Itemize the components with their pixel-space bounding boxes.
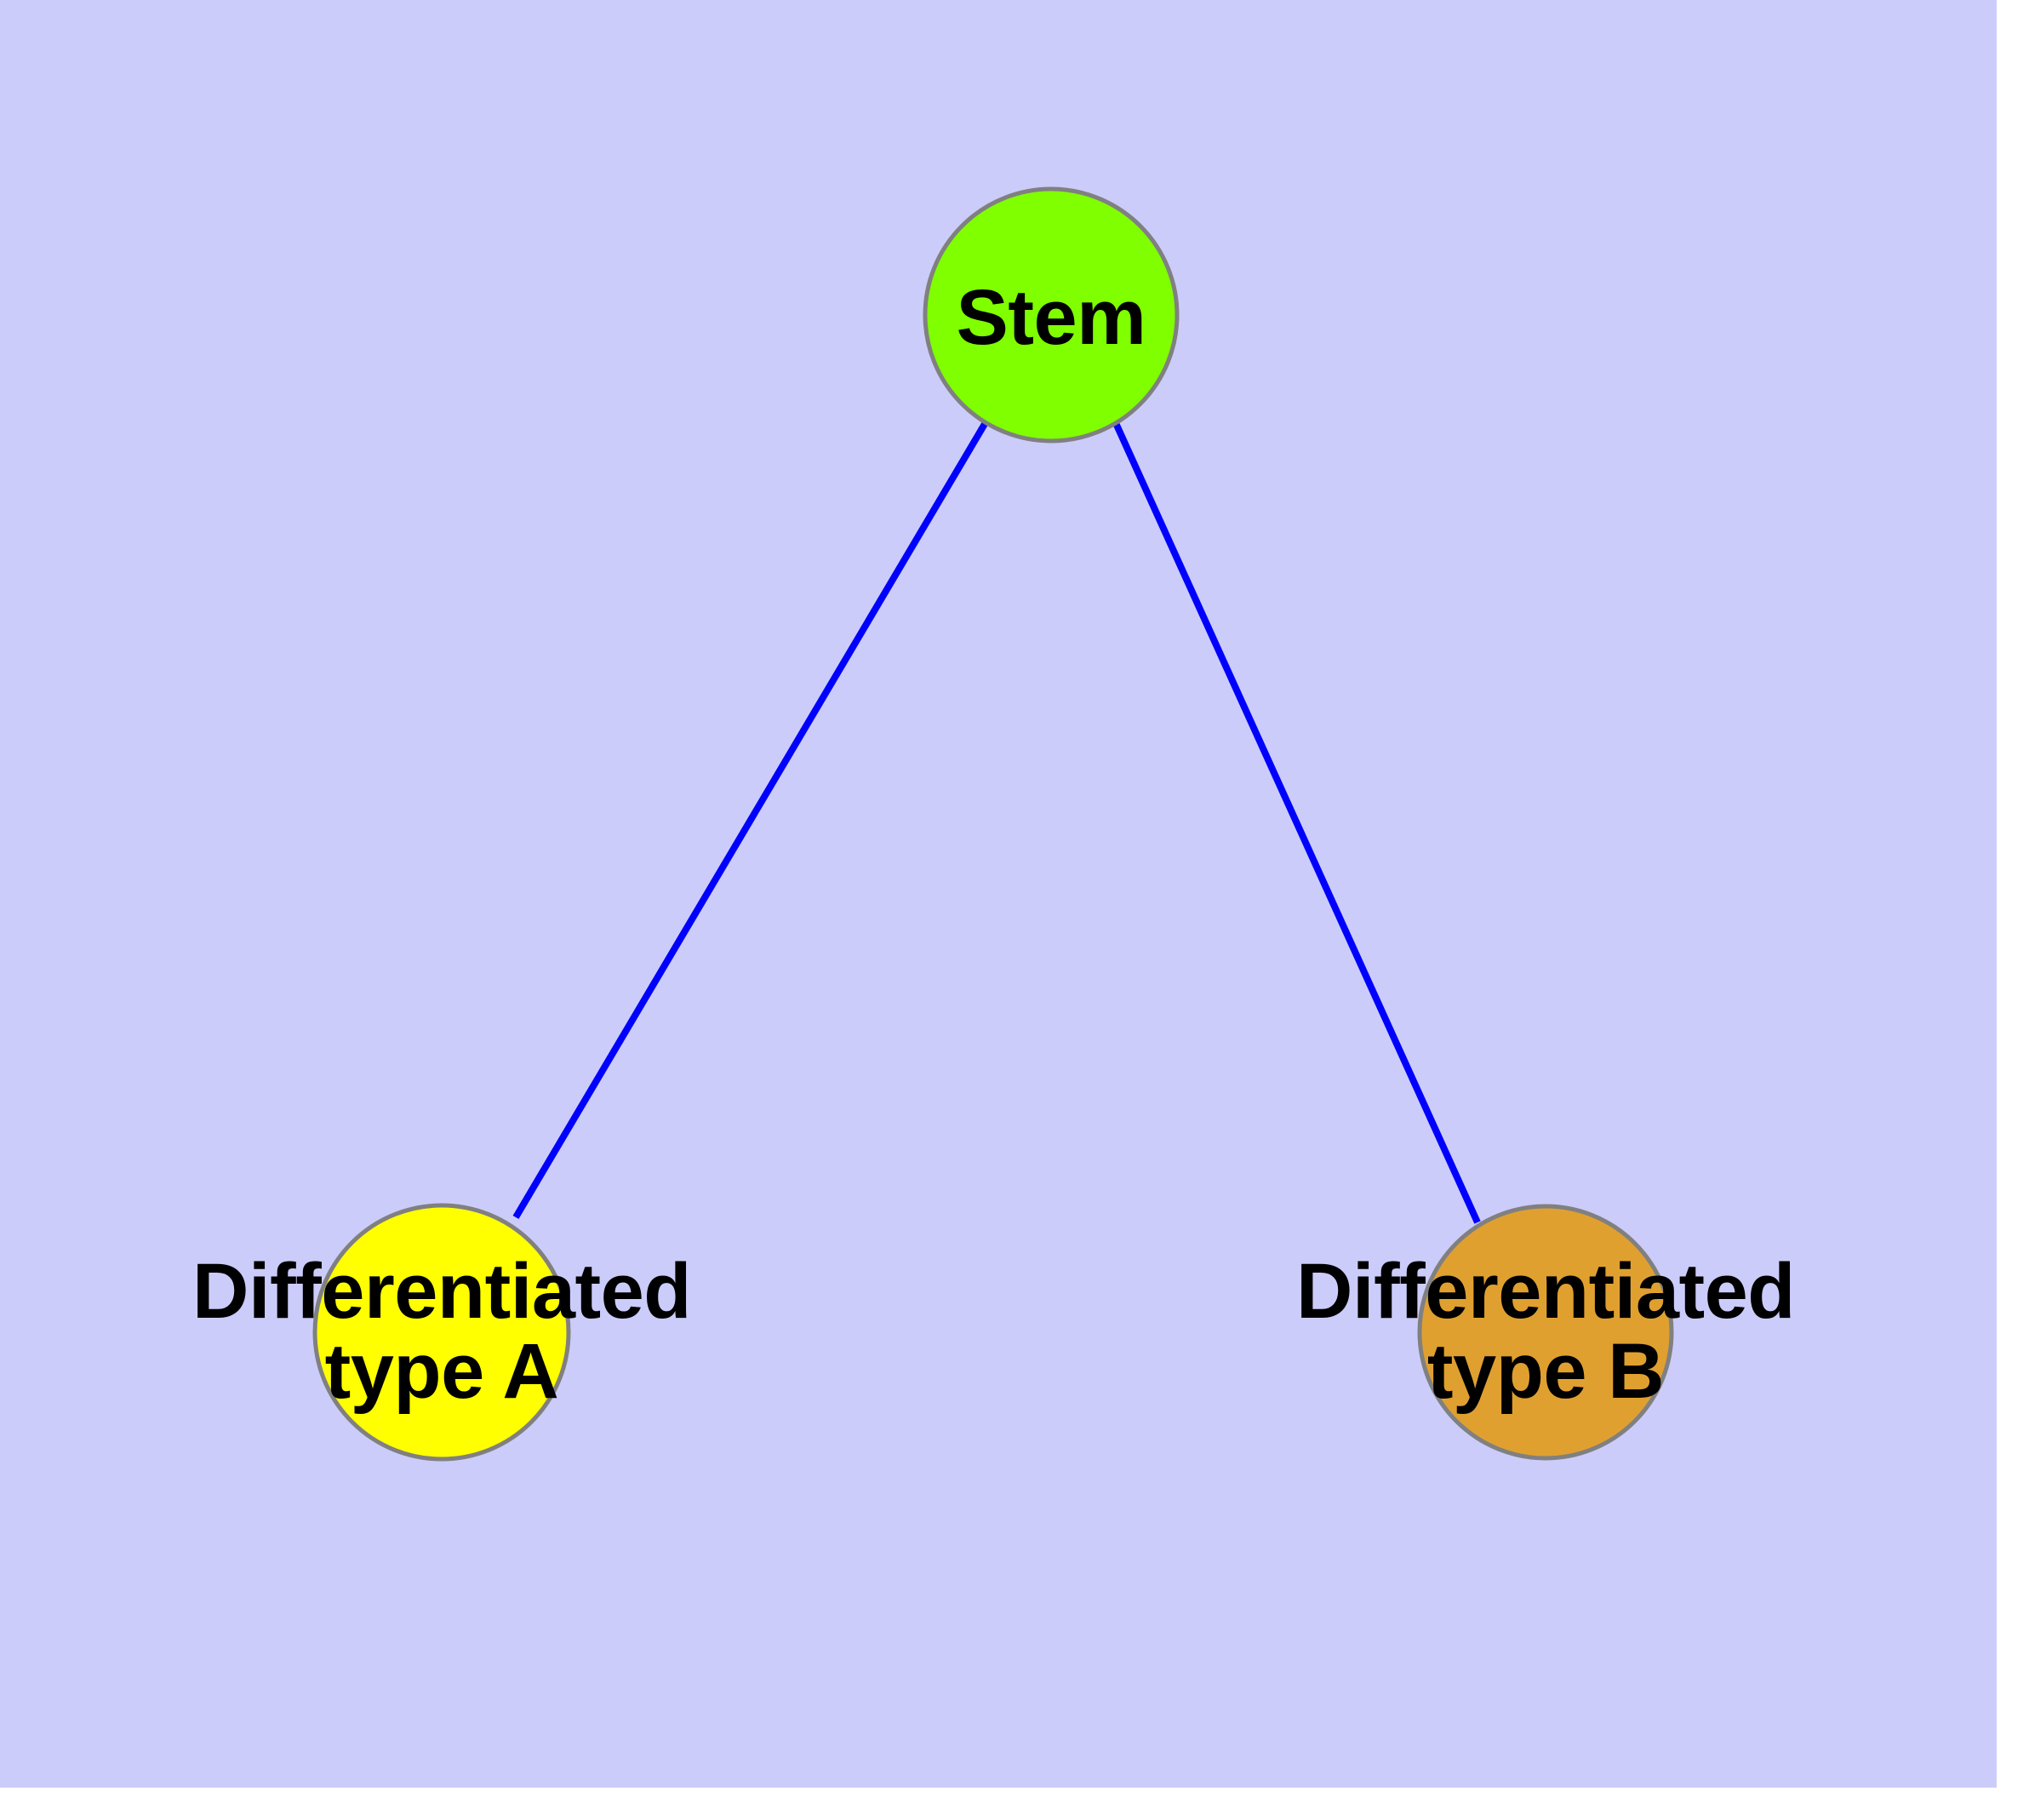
edge-layer — [512, 421, 1481, 1224]
edge-stem-to-type-a[interactable] — [512, 421, 988, 1220]
edge-stem-to-type-b[interactable] — [1112, 421, 1481, 1224]
node-differentiated-type-a[interactable] — [312, 1203, 571, 1462]
node-layer — [312, 186, 1674, 1462]
node-stem[interactable] — [923, 186, 1180, 444]
node-differentiated-type-b[interactable] — [1417, 1204, 1674, 1461]
